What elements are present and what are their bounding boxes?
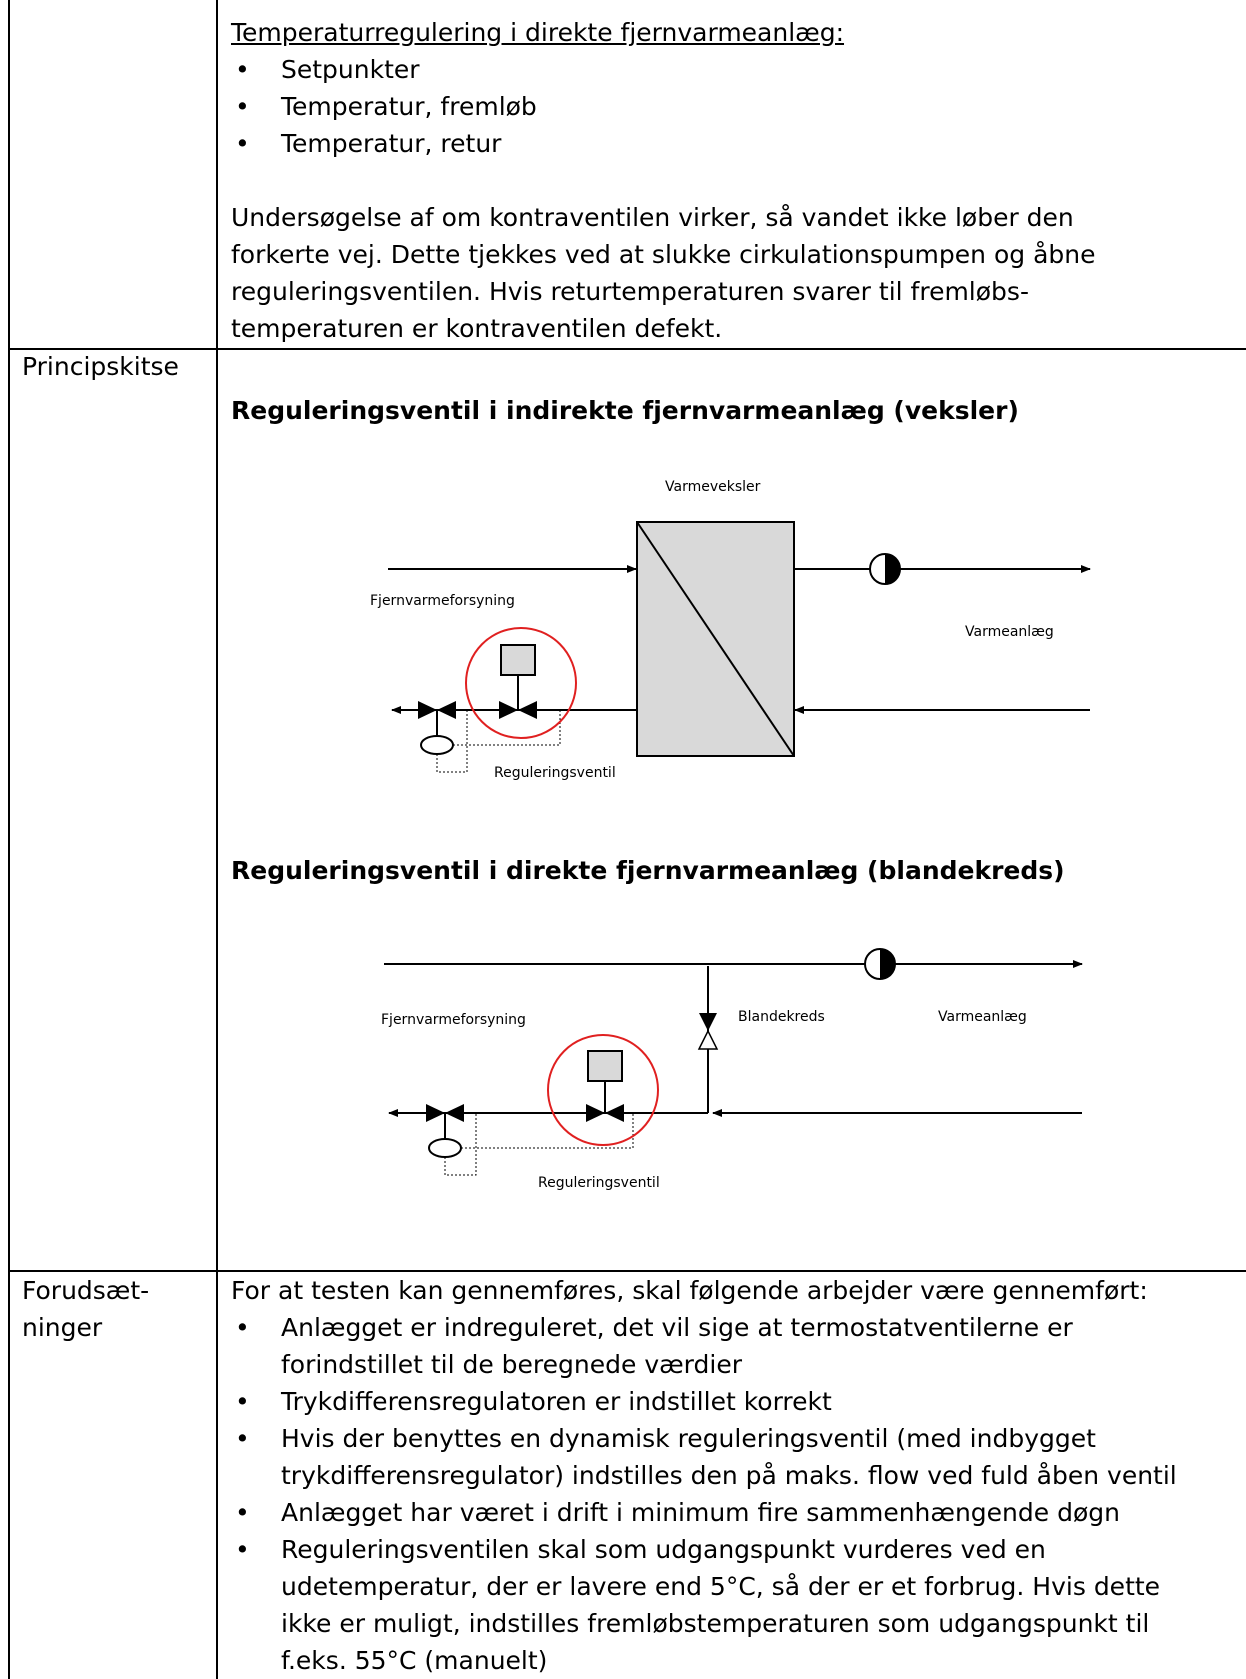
supply-label: Fjernvarmeforsyning	[381, 1012, 526, 1028]
highlight-circle	[547, 1034, 659, 1146]
list-item: Temperatur, fremløb	[231, 88, 537, 125]
table-row-divider-1	[8, 348, 1246, 350]
diagram1-title: Reguleringsventil i indirekte fjernvarme…	[231, 396, 1019, 425]
heating-label: Varmeanlæg	[965, 624, 1054, 640]
highlight-circle	[465, 627, 577, 739]
list-item-line: trykdifferensregulator) indstilles den p…	[281, 1461, 1177, 1490]
supply-label: Fjernvarmeforsyning	[370, 593, 515, 609]
control-valve-icon	[586, 1050, 624, 1122]
row2-label: Principskitse	[22, 352, 179, 381]
paragraph-line: forkerte vej. Dette tjekkes ved at slukk…	[231, 240, 1096, 269]
mixing-valve-icon	[697, 1013, 719, 1050]
check-valve-icon	[426, 1104, 634, 1176]
row1-heading: Temperaturregulering i direkte fjernvarm…	[231, 18, 845, 47]
diagram-direct-mixing: Fjernvarmeforsyning Blandekreds Varmeanl…	[381, 948, 1083, 1191]
list-item-line: Hvis der benyttes en dynamisk regulering…	[281, 1424, 1096, 1453]
table-border-left	[8, 0, 10, 1679]
table-column-divider	[216, 0, 218, 1679]
list-item: Setpunkter	[231, 51, 537, 88]
list-item: Anlægget er indreguleret, det vil sige a…	[231, 1309, 1177, 1383]
table-row-divider-2	[8, 1270, 1246, 1272]
list-item-line: ikke er muligt, indstilles fremløbstempe…	[281, 1609, 1150, 1638]
row3-intro: For at testen kan gennemføres, skal følg…	[231, 1276, 1148, 1305]
diagram2-title: Reguleringsventil i direkte fjernvarmean…	[231, 856, 1065, 885]
control-valve-icon	[499, 644, 537, 719]
mixing-label: Blandekreds	[738, 1009, 825, 1025]
list-item-line: f.eks. 55°C (manuelt)	[281, 1646, 548, 1675]
check-valve-icon	[418, 701, 561, 773]
paragraph-line: temperaturen er kontraventilen defekt.	[231, 314, 723, 343]
pump-icon	[869, 553, 901, 585]
list-item: Hvis der benyttes en dynamisk regulering…	[231, 1420, 1177, 1494]
heat-exchanger-diagonal	[636, 521, 795, 757]
list-item: Reguleringsventilen skal som udgangspunk…	[231, 1531, 1177, 1679]
pump-icon	[864, 948, 896, 980]
row3-label: Forudsæt- ninger	[22, 1272, 149, 1346]
paragraph-line: Undersøgelse af om kontraventilen virker…	[231, 203, 1074, 232]
valve-label: Reguleringsventil	[538, 1175, 660, 1191]
list-item-line: Trykdifferensregulatoren er indstillet k…	[281, 1387, 832, 1416]
label-line: Forudsæt-	[22, 1276, 150, 1305]
heating-label: Varmeanlæg	[938, 1009, 1027, 1025]
list-item-line: Anlægget er indreguleret, det vil sige a…	[281, 1313, 1073, 1342]
label-line: ninger	[22, 1313, 103, 1342]
list-item: Anlægget har været i drift i minimum fir…	[231, 1494, 1177, 1531]
paragraph-line: reguleringsventilen. Hvis returtemperatu…	[231, 277, 1029, 306]
exchanger-label: Varmeveksler	[665, 479, 761, 495]
row1-paragraph: Undersøgelse af om kontraventilen virker…	[231, 199, 1095, 347]
list-item: Trykdifferensregulatoren er indstillet k…	[231, 1383, 1177, 1420]
diagram-indirect-exchanger: Varmeveksler Fjernvarmeforsyning Varmean…	[370, 479, 1091, 781]
list-item-line: Reguleringsventilen skal som udgangspunk…	[281, 1535, 1046, 1564]
list-item-line: udetemperatur, der er lavere end 5°C, så…	[281, 1572, 1161, 1601]
list-item-line: forindstillet til de beregnede værdier	[281, 1350, 742, 1379]
list-item-line: Anlægget har været i drift i minimum fir…	[281, 1498, 1120, 1527]
valve-label: Reguleringsventil	[494, 765, 616, 781]
row1-bullet-list: Setpunkter Temperatur, fremløb Temperatu…	[231, 51, 537, 162]
row3-bullet-list: Anlægget er indreguleret, det vil sige a…	[231, 1309, 1177, 1679]
list-item: Temperatur, retur	[231, 125, 537, 162]
